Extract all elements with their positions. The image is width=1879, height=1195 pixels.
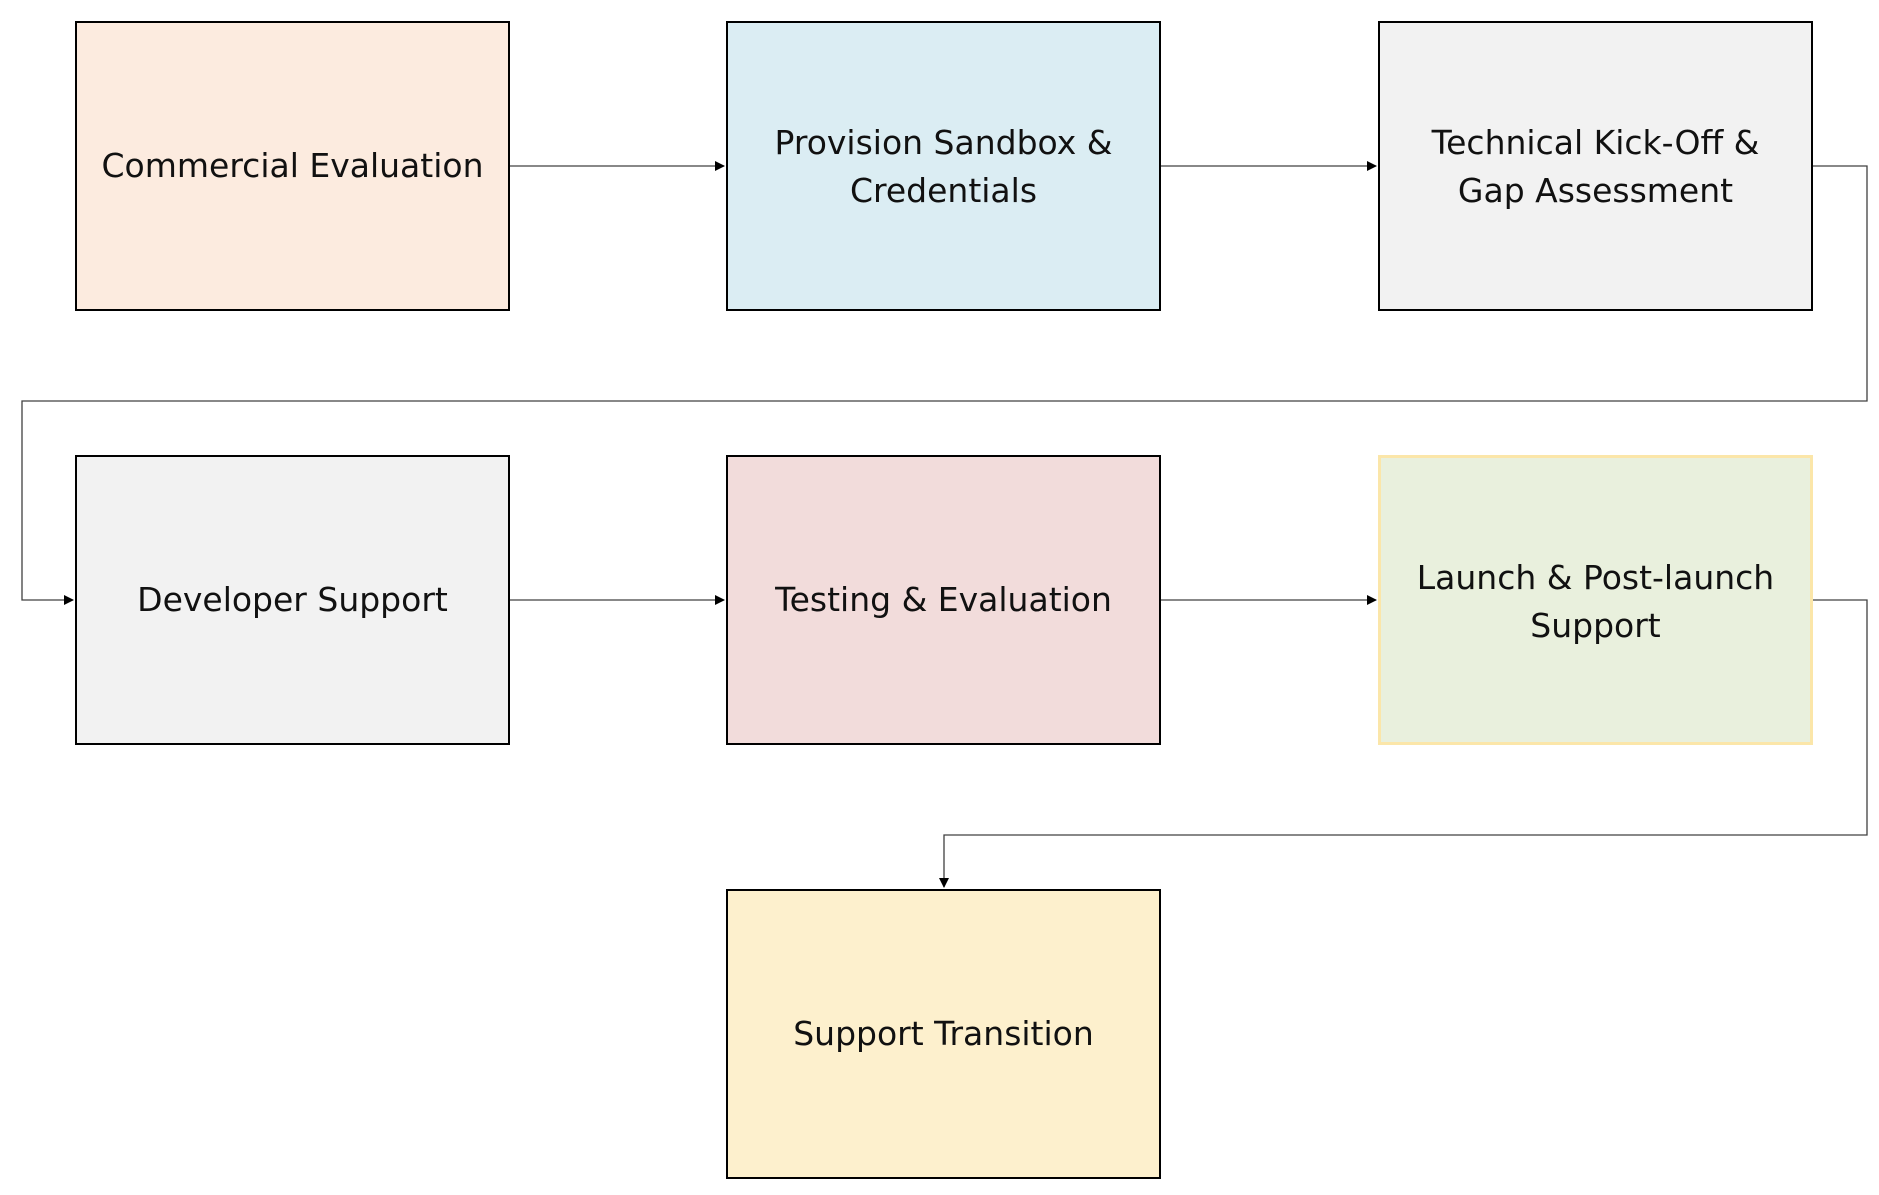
node-support-transition: Support Transition [726,889,1161,1179]
edge-launch-to-transition [939,599,1868,888]
node-commercial-evaluation: Commercial Evaluation [75,21,510,311]
node-testing-evaluation: Testing & Evaluation [726,455,1161,745]
node-label: Provision Sandbox & Credentials [774,123,1113,210]
node-technical-kickoff-gap-assessment: Technical Kick-Off & Gap Assessment [1378,21,1813,311]
node-label: Support Transition [793,1014,1094,1053]
node-label: Commercial Evaluation [101,146,484,185]
node-label: Launch & Post-launch Support [1416,558,1775,645]
node-label: Testing & Evaluation [775,580,1112,619]
node-label: Technical Kick-Off & Gap Assessment [1431,123,1760,210]
node-label: Developer Support [137,580,448,619]
node-provision-sandbox-credentials: Provision Sandbox & Credentials [726,21,1161,311]
edge-kickoff-to-developer [21,165,1868,605]
node-launch-post-launch-support: Launch & Post-launch Support [1378,455,1813,745]
node-developer-support: Developer Support [75,455,510,745]
